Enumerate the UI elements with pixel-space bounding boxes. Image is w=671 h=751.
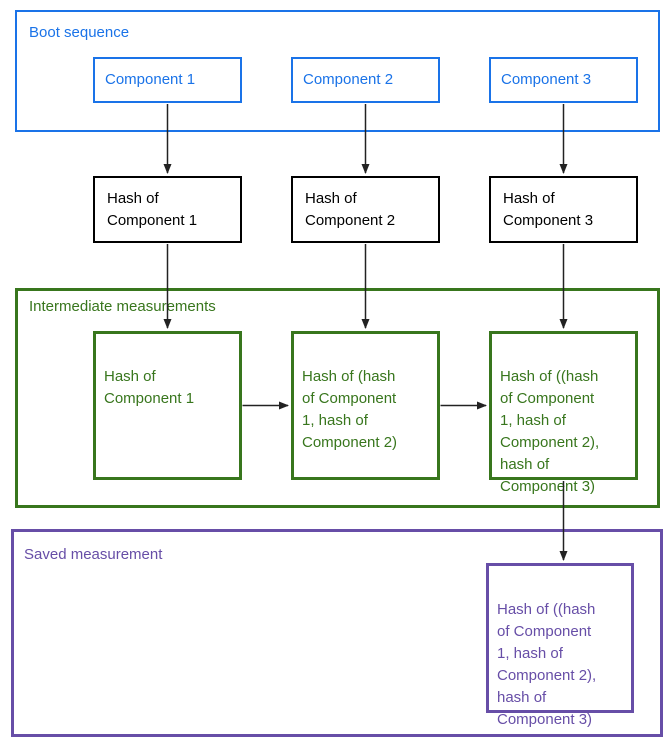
- intermediate-measurement-1-label: Hash of Component 1: [104, 368, 195, 407]
- group-boot-sequence: Boot sequence: [15, 10, 660, 132]
- hash-of-component-2-label: Hash of Component 2: [305, 189, 396, 229]
- component-1-label: Component 1: [105, 71, 196, 88]
- component-2-box: Component 2: [291, 57, 440, 103]
- intermediate-measurement-3-label: Hash of ((hash of Component 1, hash of C…: [500, 368, 600, 495]
- component-2-label: Component 2: [303, 71, 394, 88]
- group-intermediate-measurements: Intermediate measurements: [15, 288, 660, 508]
- hash-of-component-1-label: Hash of Component 1: [107, 189, 198, 229]
- group-saved-measurement: Saved measurement: [11, 529, 663, 737]
- hash-of-component-3-box: Hash of Component 3: [489, 176, 638, 243]
- intermediate-measurement-2-box: Hash of (hash of Component 1, hash of Co…: [291, 331, 440, 480]
- intermediate-measurement-2-label: Hash of (hash of Component 1, hash of Co…: [302, 368, 398, 451]
- intermediate-measurement-1-box: Hash of Component 1: [93, 331, 242, 480]
- saved-measurement-label: Hash of ((hash of Component 1, hash of C…: [497, 601, 597, 728]
- hash-of-component-1-box: Hash of Component 1: [93, 176, 242, 243]
- boot-sequence-title: Boot sequence: [29, 24, 130, 41]
- component-1-box: Component 1: [93, 57, 242, 103]
- intermediate-measurement-3-box: Hash of ((hash of Component 1, hash of C…: [489, 331, 638, 495]
- intermediate-measurements-title: Intermediate measurements: [29, 298, 216, 315]
- component-3-label: Component 3: [501, 71, 592, 88]
- hash-of-component-2-box: Hash of Component 2: [291, 176, 440, 243]
- saved-measurement-title: Saved measurement: [24, 546, 163, 563]
- component-3-box: Component 3: [489, 57, 638, 103]
- saved-measurement-box: Hash of ((hash of Component 1, hash of C…: [486, 563, 634, 728]
- hash-of-component-3-label: Hash of Component 3: [503, 189, 594, 229]
